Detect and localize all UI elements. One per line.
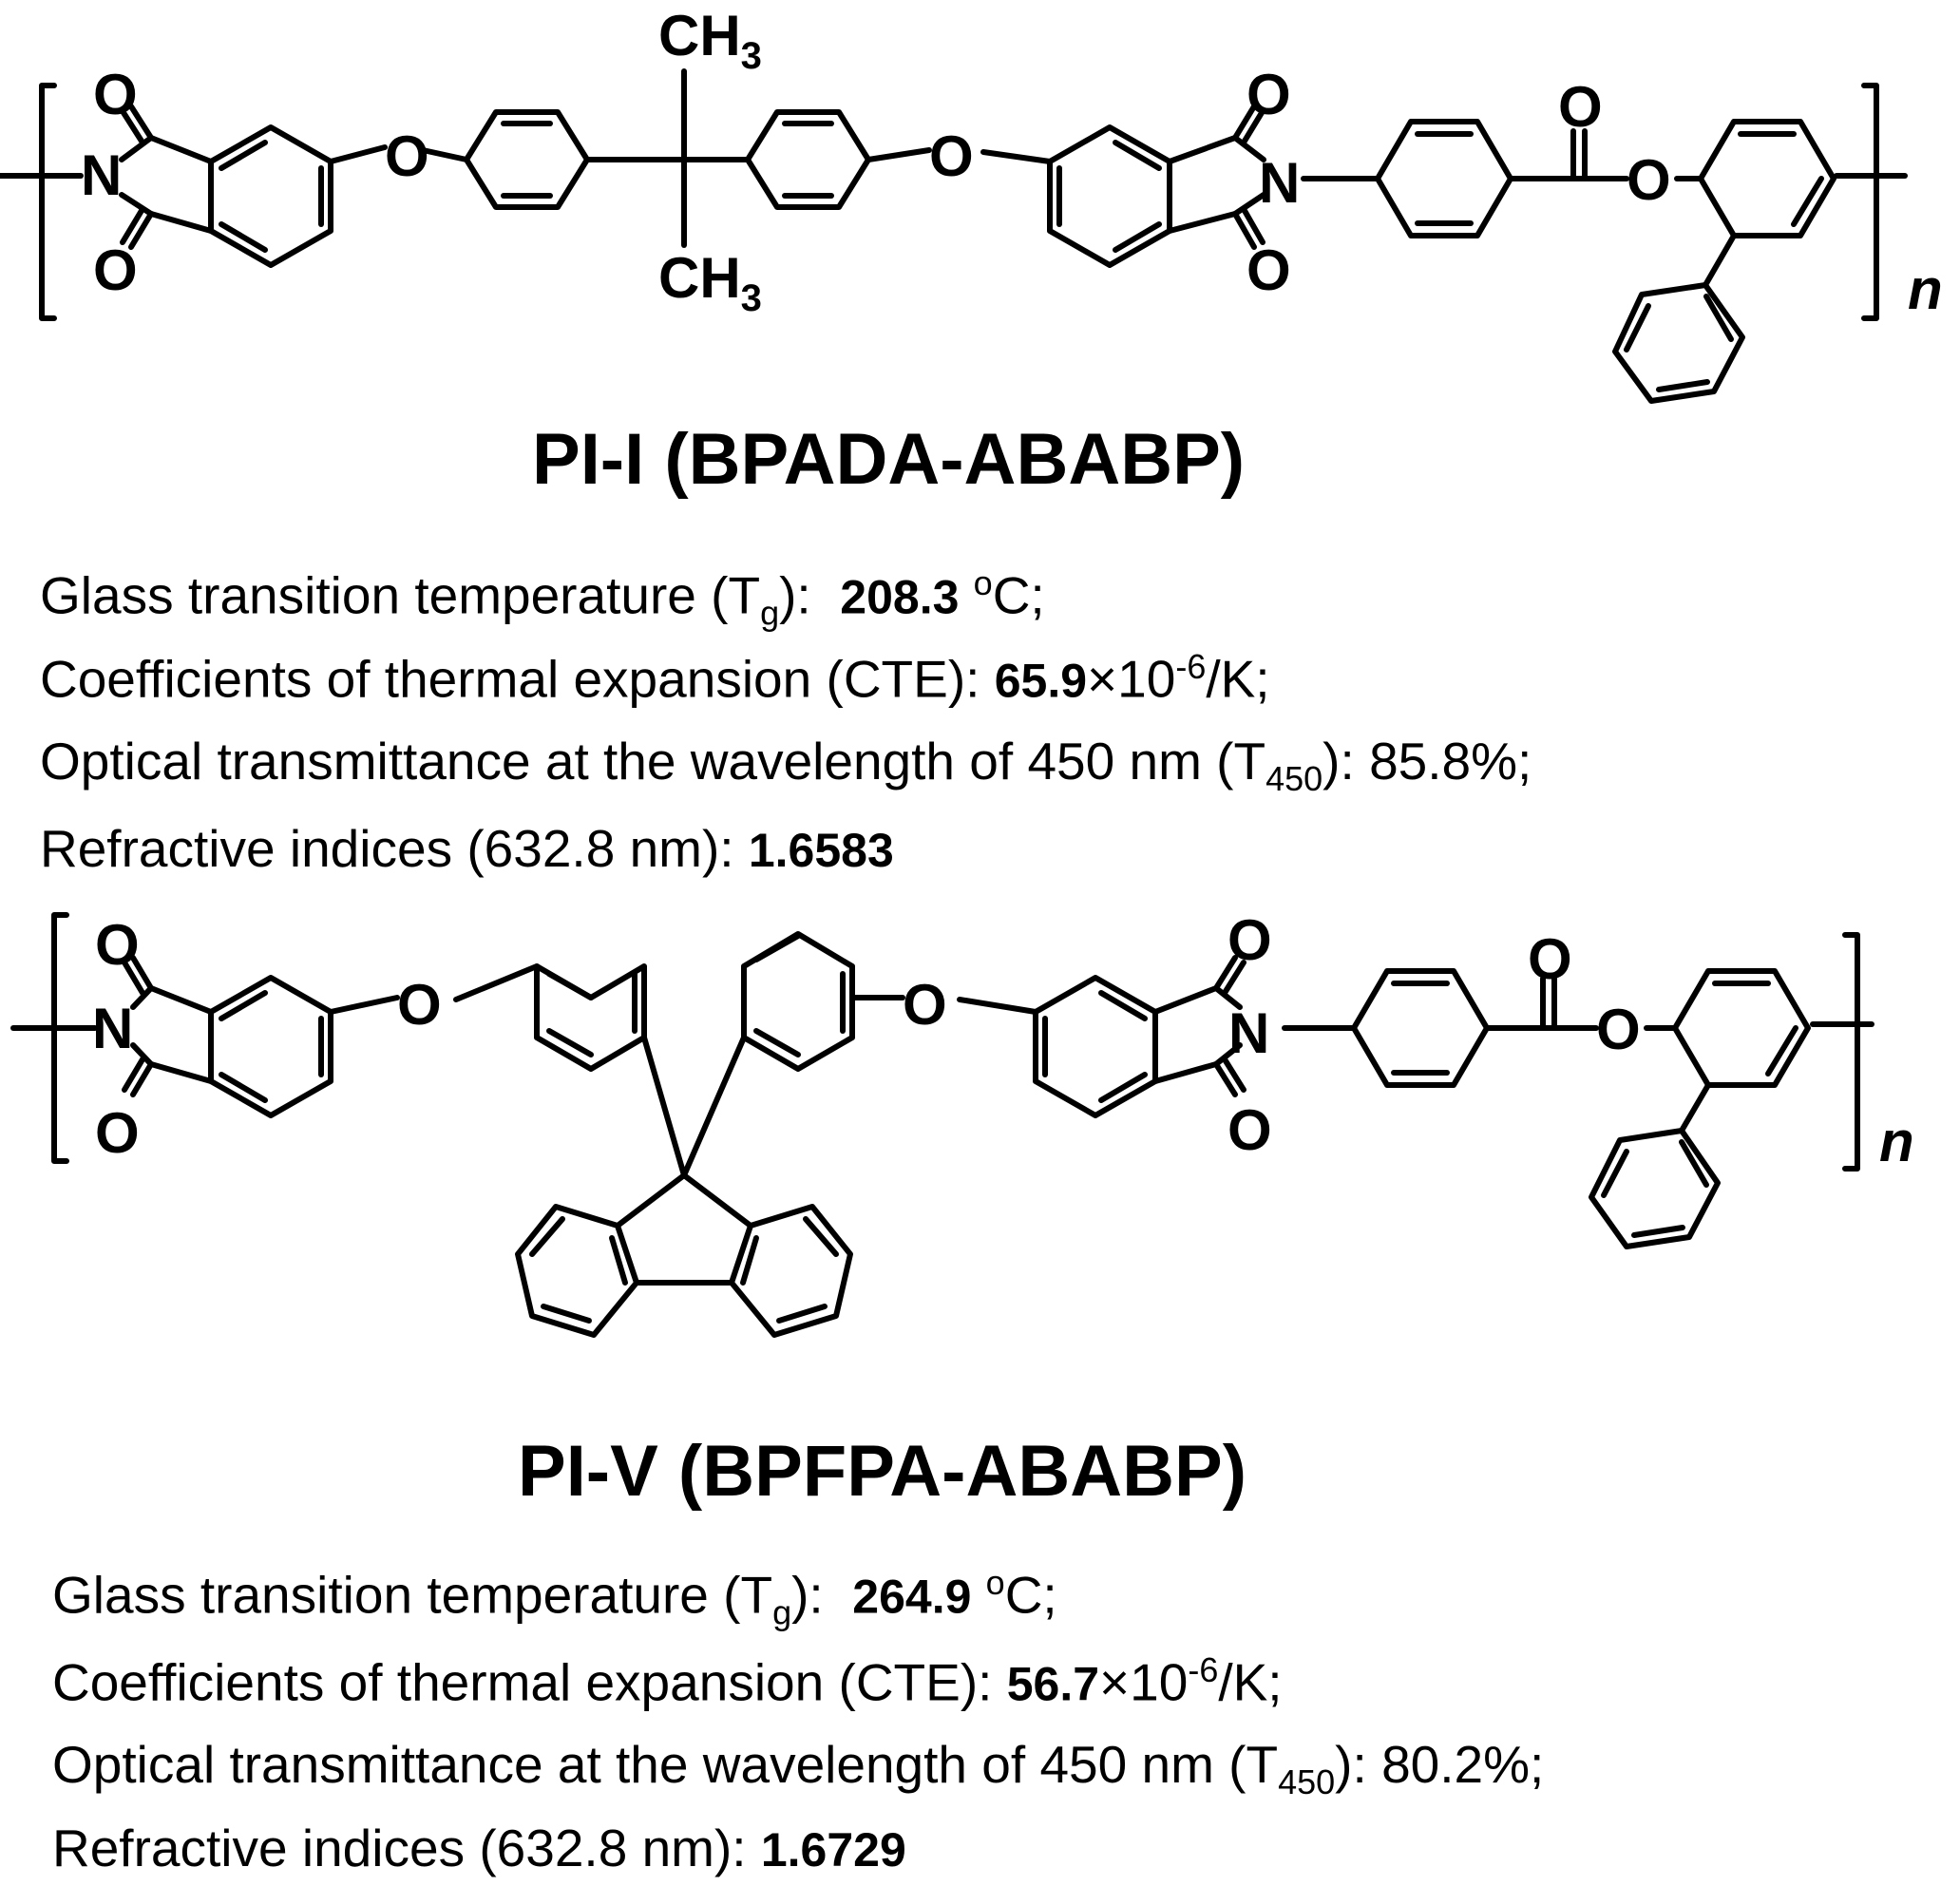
structure-pi-v: O N O O O O N O O O n [10,908,1914,1338]
left-bracket [51,912,69,1164]
prop-ri: Refractive indices (632.8 nm): 1.6729 [52,1819,906,1877]
atom-o-ether-right: O [929,124,974,188]
atom-o-ester-carbonyl: O [1528,927,1572,991]
polymer-title-pi-i: PI-I (BPADA-ABABP) [532,419,1246,500]
atom-n-left: N [81,143,122,207]
ring-left-phthalimide [208,124,333,268]
methyl-bottom: CH3 [658,246,762,319]
atom-o-carbonyl-top-left: O [93,63,138,126]
atom-o-ether-left: O [385,124,429,188]
ring-aminobenzoate [1375,119,1513,238]
atom-n-right: N [1228,1001,1269,1065]
atom-n-right: N [1259,151,1300,215]
atom-o-carbonyl-top-left: O [95,913,140,977]
atom-o-ether-left: O [397,973,442,1037]
atom-o-ester-carbonyl: O [1558,75,1603,139]
ring-left-phthalimide [208,975,333,1118]
ring-right-phthalimide [1047,124,1172,268]
ring-biphenyl-core [1672,968,1811,1088]
methyl-top: CH3 [658,4,762,77]
atom-o-carbonyl-bottom-left: O [95,1101,140,1165]
ring-biphenyl-core [1698,119,1836,238]
prop-ri: Refractive indices (632.8 nm): 1.6583 [40,819,894,878]
prop-t450: Optical transmittance at the wavelength … [52,1735,1545,1801]
right-bracket [1861,83,1879,321]
atom-o-carbonyl-top-right: O [1246,63,1291,126]
atom-o-ester: O [1627,148,1671,212]
repeat-unit-n: n [1908,257,1943,321]
atom-n-left: N [92,997,133,1060]
atom-o-carbonyl-bottom-right: O [1227,1098,1272,1162]
prop-tg: Glass transition temperature (Tg): 208.3… [40,563,1045,633]
polymer-title-pi-v: PI-V (BPFPA-ABABP) [518,1431,1247,1512]
right-bracket [1842,932,1860,1172]
left-bracket [39,83,57,321]
repeat-unit-n: n [1879,1110,1914,1173]
ring-pendant-phenyl [1589,1128,1721,1249]
ring-right-phthalimide [1033,975,1158,1118]
atom-o-carbonyl-bottom-left: O [93,238,138,302]
prop-cte: Coefficients of thermal expansion (CTE):… [52,1650,1283,1712]
ring-aminobenzoate [1351,968,1490,1088]
ring-bisphenol-a-right [745,109,871,210]
structure-pi-i: O N O O O O N O O O CH3 CH3 n [0,4,1943,404]
atom-o-ester: O [1596,998,1641,1061]
prop-cte: Coefficients of thermal expansion (CTE):… [40,647,1270,709]
bond-imide-c1 [148,135,214,164]
atom-o-carbonyl-top-right: O [1227,908,1272,972]
atom-o-ether-right: O [903,973,947,1037]
prop-tg: Glass transition temperature (Tg): 264.9… [52,1563,1057,1632]
ring-pendant-phenyl [1612,282,1745,404]
prop-t450: Optical transmittance at the wavelength … [40,732,1532,798]
atom-o-carbonyl-bottom-right: O [1246,238,1291,302]
